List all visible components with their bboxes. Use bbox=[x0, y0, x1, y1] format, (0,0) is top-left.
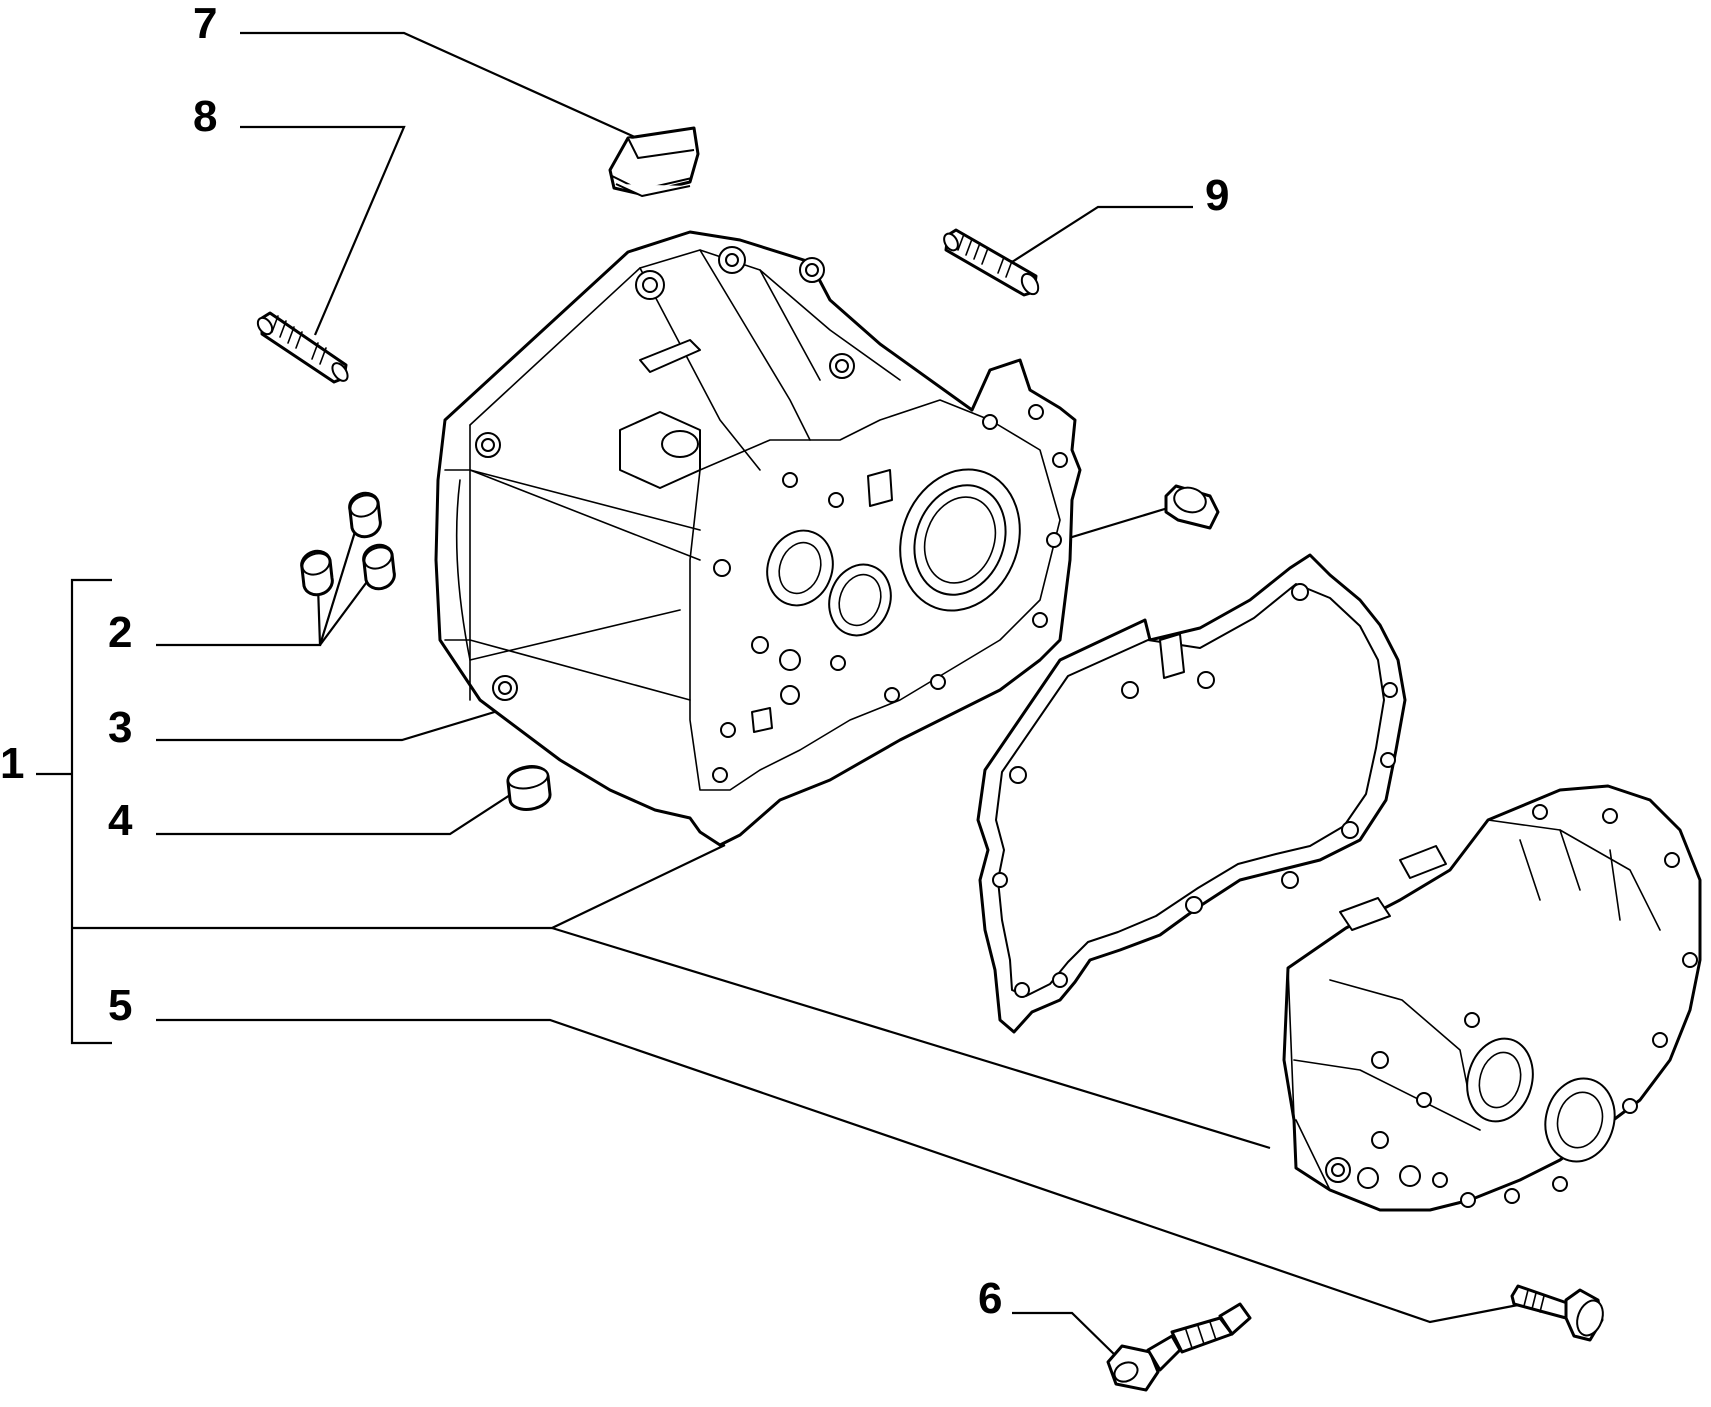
callout-9: 9 bbox=[1205, 171, 1229, 220]
leader-2-a bbox=[156, 585, 322, 647]
stud-part-9 bbox=[943, 228, 1040, 297]
leader-7 bbox=[240, 31, 649, 145]
sensor-part-6 bbox=[1106, 1302, 1252, 1392]
callout-8: 8 bbox=[193, 92, 217, 141]
leader-2-b bbox=[318, 521, 360, 646]
sleeve-part-3 bbox=[1164, 484, 1220, 530]
leader-4 bbox=[156, 794, 511, 836]
bushings-part-2 bbox=[300, 491, 396, 597]
callout-6: 6 bbox=[978, 1274, 1002, 1323]
bushing-a bbox=[348, 491, 382, 539]
leader-2-c bbox=[319, 574, 373, 646]
cap-plug-part-7 bbox=[608, 126, 700, 197]
plug-part-4 bbox=[506, 765, 552, 811]
leader-1-to-housing bbox=[72, 844, 726, 930]
stud-part-8 bbox=[256, 311, 349, 384]
callout-7: 7 bbox=[193, 0, 217, 48]
group-bracket bbox=[70, 578, 112, 1045]
bushing-c bbox=[362, 543, 396, 591]
gasket bbox=[976, 553, 1407, 1034]
bolt-part-5 bbox=[1510, 1284, 1604, 1342]
callout-labels: 1 2 3 4 5 6 7 8 9 bbox=[0, 0, 1229, 1323]
leader-1-to-cover bbox=[551, 926, 1271, 1150]
leader-9 bbox=[1011, 205, 1193, 263]
callout-2: 2 bbox=[108, 608, 132, 657]
callout-4: 4 bbox=[108, 796, 133, 845]
leader-6 bbox=[1012, 1311, 1119, 1359]
leader-8 bbox=[240, 125, 406, 336]
callout-5: 5 bbox=[108, 981, 132, 1030]
bushing-b bbox=[300, 549, 334, 597]
callout-1: 1 bbox=[0, 739, 24, 788]
leader-5 bbox=[156, 1018, 1519, 1324]
gearbox-cover bbox=[1282, 784, 1702, 1212]
callout-3: 3 bbox=[108, 703, 132, 752]
clutch-housing bbox=[434, 230, 1082, 847]
